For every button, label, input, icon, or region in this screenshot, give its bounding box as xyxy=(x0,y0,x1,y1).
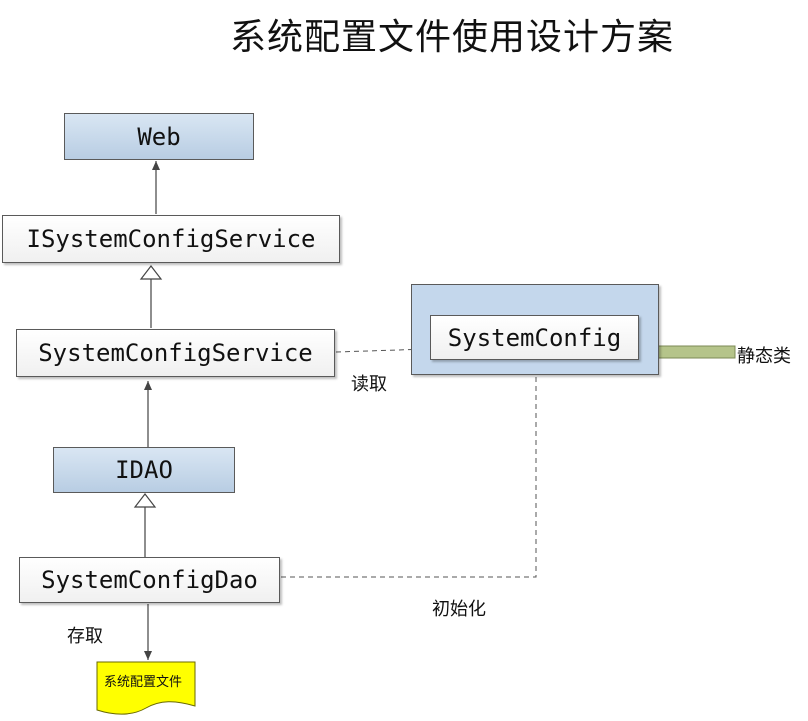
web-box: Web xyxy=(64,113,254,160)
idao-box-label: IDAO xyxy=(115,456,173,484)
isystem-config-service-box: ISystemConfigService xyxy=(2,215,340,263)
init-label: 初始化 xyxy=(432,599,486,620)
static-class-label: 静态类 xyxy=(737,346,791,367)
dashed-read-line xyxy=(335,349,429,352)
diagram-title: 系统配置文件使用设计方案 xyxy=(0,8,808,60)
system-config-service-box: SystemConfigService xyxy=(16,329,335,377)
isystem-config-service-label: ISystemConfigService xyxy=(26,225,316,253)
web-box-label: Web xyxy=(137,122,181,151)
inherit-triangle-service xyxy=(139,265,163,280)
system-config-dao-label: SystemConfigDao xyxy=(41,566,258,594)
config-file-label: 系统配置文件 xyxy=(104,675,182,690)
system-config-box: SystemConfig xyxy=(430,315,639,360)
config-file-shape xyxy=(96,661,196,715)
store-label: 存取 xyxy=(67,626,103,647)
idao-box: IDAO xyxy=(53,447,235,493)
system-config-service-label: SystemConfigService xyxy=(38,339,313,367)
system-config-dao-box: SystemConfigDao xyxy=(19,557,280,603)
diagram-title-text: 系统配置文件使用设计方案 xyxy=(229,17,674,58)
read-label: 读取 xyxy=(351,374,387,395)
system-config-label: SystemConfig xyxy=(447,323,622,352)
dashed-init-line xyxy=(281,361,536,578)
inherit-triangle-dao xyxy=(133,493,157,508)
